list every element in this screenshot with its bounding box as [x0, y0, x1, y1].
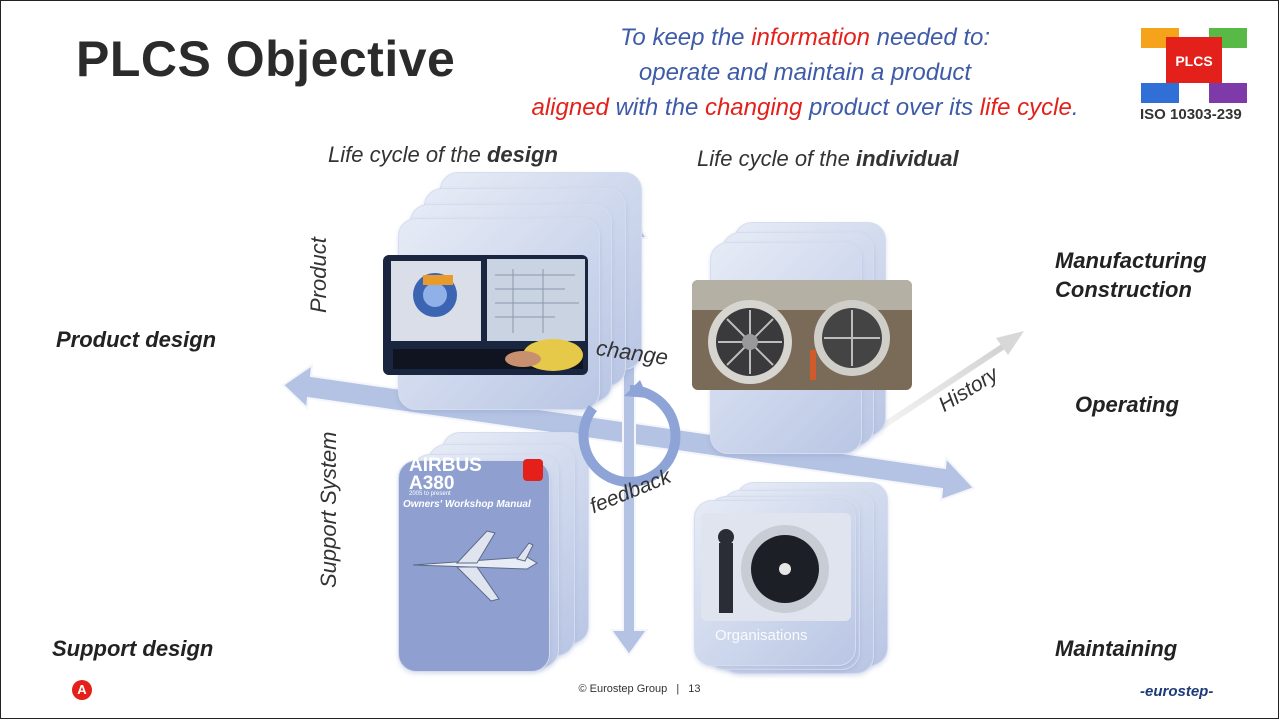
manufacturing-label: Manufacturing: [1055, 248, 1207, 273]
product-design-label: Product design: [56, 327, 217, 352]
objective-statement: To keep the information needed to: opera…: [500, 20, 1110, 125]
objective-highlight: information: [751, 24, 870, 51]
manual-title: AIRBUS A380: [409, 455, 482, 494]
plcs-logo-text: PLCS: [1175, 53, 1212, 69]
engine-assembly-image: [692, 280, 912, 390]
objective-text: .: [1071, 94, 1079, 121]
maintenance-card-front: Organisations: [694, 500, 856, 666]
engine-maintenance-image: [701, 513, 851, 621]
support-system-axis-label: Support System: [316, 431, 341, 588]
eurostep-logo: -eurostep-: [1140, 683, 1214, 700]
company-a-logo-icon: A: [72, 680, 92, 700]
lifecycle-emphasis: individual: [855, 146, 959, 171]
lifecycle-emphasis: design: [486, 142, 558, 167]
maintenance-caption: Organisations: [715, 627, 808, 644]
maintaining-label: Maintaining: [1055, 636, 1178, 661]
change-feedback-cycle-icon: [578, 380, 681, 487]
objective-highlight: changing: [704, 94, 803, 121]
history-arrow: [878, 331, 1024, 431]
objective-line-2: operate and maintain a product: [638, 59, 972, 86]
operating-label: Operating: [1075, 392, 1179, 417]
manual-years: 2005 to present: [409, 491, 451, 497]
manual-title-line-2: A380: [409, 473, 455, 494]
lifecycle-design-label: Life cycle of the design: [328, 142, 558, 168]
product-axis-label: Product: [306, 237, 331, 313]
objective-text: needed to:: [869, 24, 991, 51]
support-design-label: Support design: [52, 636, 214, 661]
objective-line-1: To keep the information needed to:: [500, 20, 1110, 55]
cad-workstation-image: [383, 255, 588, 375]
standard-label: ISO 10303-239: [1140, 106, 1242, 123]
page-number: 13: [688, 683, 701, 695]
lifecycle-prefix: Life cycle of the: [328, 142, 487, 167]
objective-line-3: aligned with the changing product over i…: [500, 90, 1110, 125]
airplane-cutaway-icon: [412, 530, 538, 602]
footer-separator: |: [676, 683, 680, 695]
haynes-badge-icon: [523, 459, 543, 481]
objective-text: To keep the: [619, 24, 752, 51]
slide-title: PLCS Objective: [76, 31, 456, 87]
objective-text: product over its: [802, 94, 980, 121]
lifecycle-individual-label: Life cycle of the individual: [697, 146, 959, 172]
construction-label: Construction: [1055, 277, 1192, 302]
footer: © Eurostep Group | 13: [0, 683, 1279, 695]
lifecycle-prefix: Life cycle of the: [697, 146, 856, 171]
objective-highlight: aligned: [531, 94, 609, 121]
objective-text: with the: [608, 94, 705, 121]
manual-title-line-1: AIRBUS: [409, 455, 482, 476]
objective-highlight: life cycle: [979, 94, 1072, 121]
footer-copyright: © Eurostep Group: [578, 683, 668, 695]
plcs-logo: PLCS: [1141, 28, 1247, 103]
manual-cover: AIRBUS A380 2005 to present Owners' Work…: [398, 455, 550, 672]
manual-subtitle: Owners' Workshop Manual: [403, 499, 531, 510]
